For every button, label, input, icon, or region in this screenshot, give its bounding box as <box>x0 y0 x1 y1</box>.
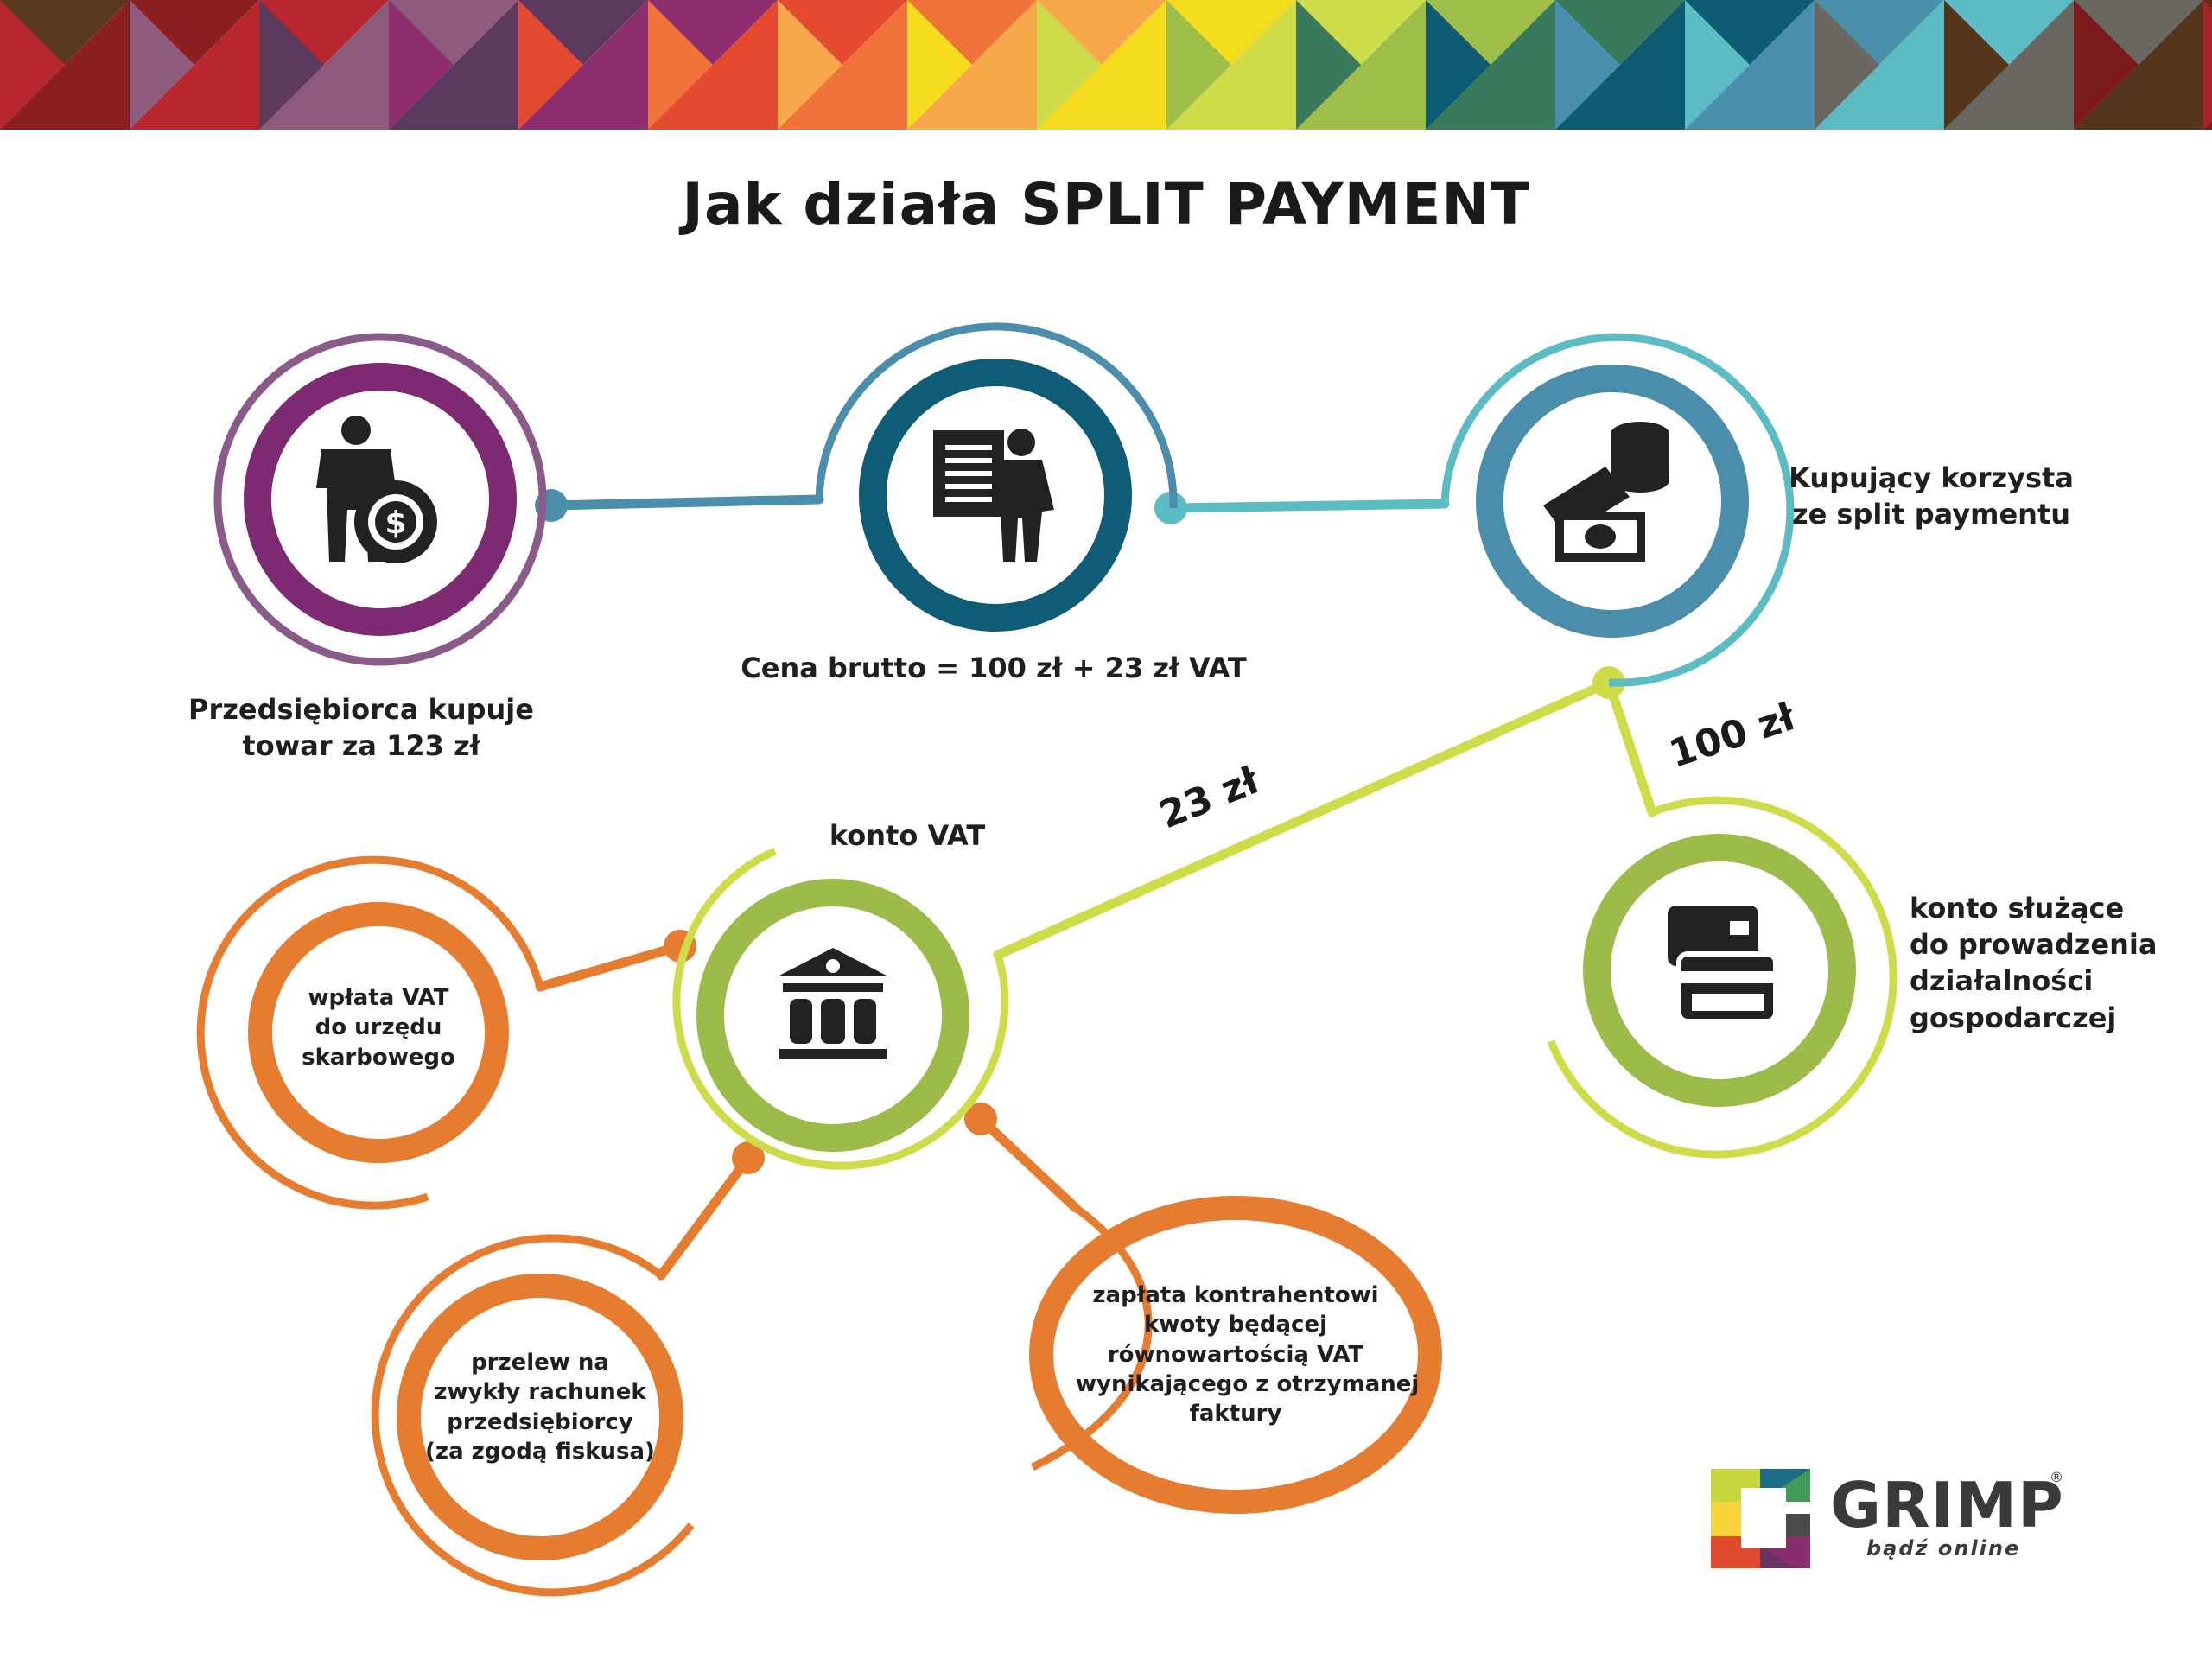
banner-triangle <box>518 0 583 130</box>
document-businessman-icon <box>933 429 1054 562</box>
bank-building-icon <box>778 948 888 1059</box>
connector-dot-transfer <box>732 1141 765 1174</box>
banner-triangle <box>1815 0 1879 130</box>
page-title: Jak działa SPLIT PAYMENT <box>682 171 1530 238</box>
banner-triangle <box>1685 0 1750 130</box>
banner-triangle <box>389 0 454 130</box>
node-tax-office <box>196 855 544 1210</box>
label-business-account: konto służące do prowadzenia działalnośc… <box>1910 892 2158 1034</box>
connector-split-vat <box>993 677 1614 960</box>
connector-vat-contractor <box>976 1114 1081 1213</box>
node-split <box>1440 333 1795 687</box>
connector-vat-transfer <box>656 1153 753 1281</box>
connector-buyer-price <box>546 494 824 511</box>
banner-triangle <box>907 0 972 130</box>
connector-dot-price <box>1154 492 1187 524</box>
connector-dot-contractor <box>964 1103 997 1135</box>
banner-triangle <box>1555 0 1620 130</box>
label-split: Kupujący korzysta ze split paymentu <box>1789 461 2074 531</box>
node-vat-account <box>672 847 1009 1170</box>
banner-triangle <box>778 0 842 130</box>
logo-tagline: bądź online <box>1866 1536 2021 1560</box>
node-price <box>815 322 1178 632</box>
node-transfer <box>371 1234 695 1597</box>
logo-name: GRIMP <box>1830 1469 2064 1541</box>
grimp-logo-mark <box>1711 1469 1810 1568</box>
banner-triangle <box>2074 0 2139 130</box>
label-contractor: zapłata kontrahentowi kwoty będącej równ… <box>1076 1282 1420 1427</box>
label-buyer: Przedsiębiorca kupuje towar za 123 zł <box>188 693 534 763</box>
label-transfer: przelew na zwykły rachunek przedsiębiorc… <box>425 1350 655 1465</box>
banner-triangle <box>259 0 324 130</box>
businessman-dollar-icon: $ <box>316 416 437 563</box>
node-contractor <box>1029 1196 1442 1514</box>
banner-triangle <box>1426 0 1491 130</box>
triangle-banner <box>0 0 2212 130</box>
banner-triangle <box>1944 0 2009 130</box>
label-tax-office: wpłata VAT do urzędu skarbowego <box>302 985 455 1071</box>
node-business-account <box>1547 796 1897 1159</box>
banner-triangle <box>0 0 65 130</box>
banner-triangle <box>1037 0 1102 130</box>
banner-triangle <box>648 0 713 130</box>
label-price: Cena brutto = 100 zł + 23 zł VAT <box>741 652 1247 684</box>
connector-price-split <box>1168 499 1450 513</box>
banner-triangle <box>1166 0 1231 130</box>
banner-triangle <box>1296 0 1361 130</box>
label-vat-account: konto VAT <box>829 819 986 852</box>
credit-cards-icon <box>1668 906 1778 1024</box>
coins-banknotes-icon <box>1543 422 1669 562</box>
connector-split-business <box>1604 677 1657 817</box>
connector-vat-tax <box>535 941 685 992</box>
logo-registered-mark: ® <box>2050 1469 2063 1485</box>
node-buyer: $ <box>213 333 547 666</box>
banner-triangle <box>130 0 194 130</box>
connectors <box>535 489 1657 1281</box>
svg-text:$: $ <box>385 505 406 541</box>
banner-triangle <box>2203 0 2212 130</box>
